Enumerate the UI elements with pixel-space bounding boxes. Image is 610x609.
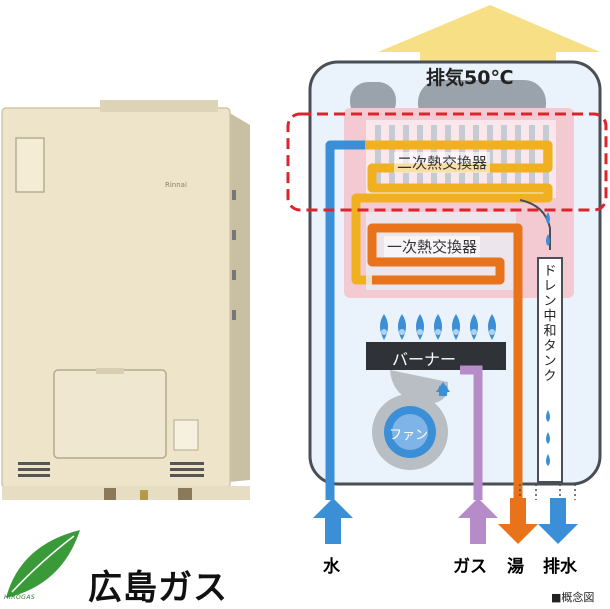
hot-water-label: 湯 bbox=[507, 557, 524, 577]
secondary-heat-pipe bbox=[351, 140, 553, 285]
water-pipe bbox=[325, 140, 365, 500]
brand-name: 広島ガス bbox=[88, 568, 228, 608]
heater-panel-door bbox=[15, 137, 45, 193]
leaf-logo-icon bbox=[6, 530, 80, 598]
water-heater-photo: Rinnai bbox=[1, 100, 250, 500]
drain-tank-label: ドレン中和タンク bbox=[543, 264, 557, 384]
water-in-arrow bbox=[313, 498, 353, 544]
heater-access-cover bbox=[53, 369, 167, 459]
concept-note: ■概念図 bbox=[551, 591, 595, 604]
burner-label: バーナー bbox=[392, 350, 457, 369]
secondary-exchanger-highlight bbox=[286, 112, 608, 212]
gas-in-arrow bbox=[458, 498, 498, 544]
maker-mark: Rinnai bbox=[165, 181, 187, 189]
hirogas-logo bbox=[6, 530, 80, 598]
secondary-exchanger-label: 二次熱交換器 bbox=[394, 152, 491, 173]
fan-label: ファン bbox=[389, 428, 429, 443]
primary-exchanger-label: 一次熱交換器 bbox=[384, 236, 481, 257]
drain-tank bbox=[537, 257, 563, 483]
gas-label: ガス bbox=[453, 557, 487, 577]
brand-logo-text: HIROGAS bbox=[4, 594, 36, 601]
hot-water-out-arrow bbox=[498, 498, 538, 544]
hot-water-pipe bbox=[367, 223, 523, 500]
exhaust-temp-label: 排気50℃ bbox=[426, 67, 514, 89]
drain-droplets bbox=[546, 212, 550, 466]
drain-label: 排水 bbox=[543, 557, 577, 577]
burner-bar bbox=[366, 342, 506, 370]
water-label: 水 bbox=[323, 557, 340, 577]
drain-out-arrow bbox=[538, 498, 578, 544]
gas-pipe bbox=[460, 365, 483, 500]
